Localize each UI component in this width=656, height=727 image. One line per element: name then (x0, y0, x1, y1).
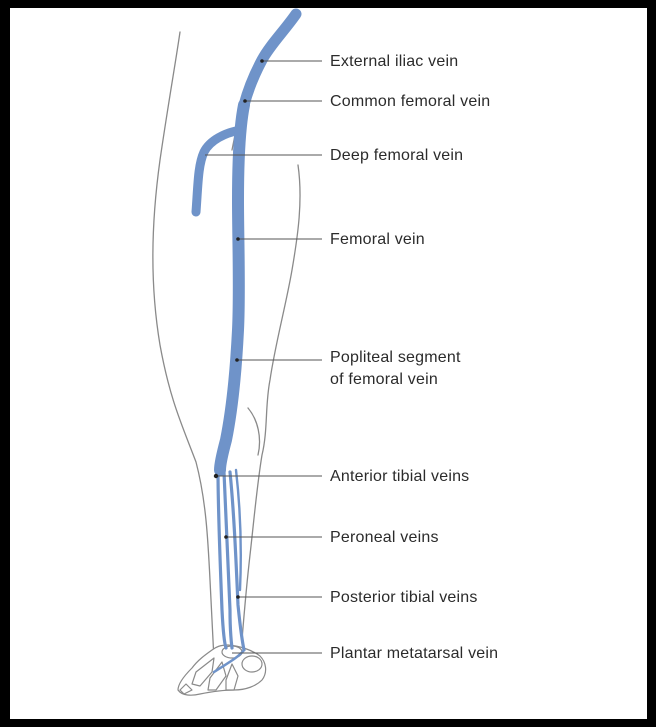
label-posterior-tibial-veins: Posterior tibial veins (330, 589, 478, 606)
dot-anterior-tibial (214, 474, 218, 478)
dot-external-iliac (260, 59, 264, 63)
dot-common-femoral (243, 99, 247, 103)
leader-lines (205, 61, 322, 653)
femoral-vein (220, 105, 244, 470)
label-deep-femoral-vein: Deep femoral vein (330, 147, 463, 164)
dot-femoral (236, 237, 240, 241)
leg-outline (153, 32, 300, 660)
dot-posterior-tibial (236, 595, 240, 599)
label-femoral-vein: Femoral vein (330, 231, 425, 248)
label-common-femoral-vein: Common femoral vein (330, 93, 490, 110)
veins (196, 14, 296, 672)
leg-outline-medial (242, 165, 300, 640)
external-iliac-vein (244, 14, 296, 105)
leg-outline-lateral (153, 32, 214, 660)
leg-outline-knee (248, 408, 260, 455)
heel-bone (242, 656, 262, 672)
labels: External iliac vein Common femoral vein … (330, 53, 498, 662)
label-peroneal-veins: Peroneal veins (330, 529, 439, 546)
label-anterior-tibial-veins: Anterior tibial veins (330, 468, 469, 485)
dot-popliteal (235, 358, 239, 362)
label-popliteal-segment-line1: Popliteal segment (330, 349, 461, 366)
dot-peroneal (224, 535, 228, 539)
label-external-iliac-vein: External iliac vein (330, 53, 458, 70)
label-popliteal-segment-line2: of femoral vein (330, 371, 438, 388)
label-plantar-metatarsal-vein: Plantar metatarsal vein (330, 645, 498, 662)
